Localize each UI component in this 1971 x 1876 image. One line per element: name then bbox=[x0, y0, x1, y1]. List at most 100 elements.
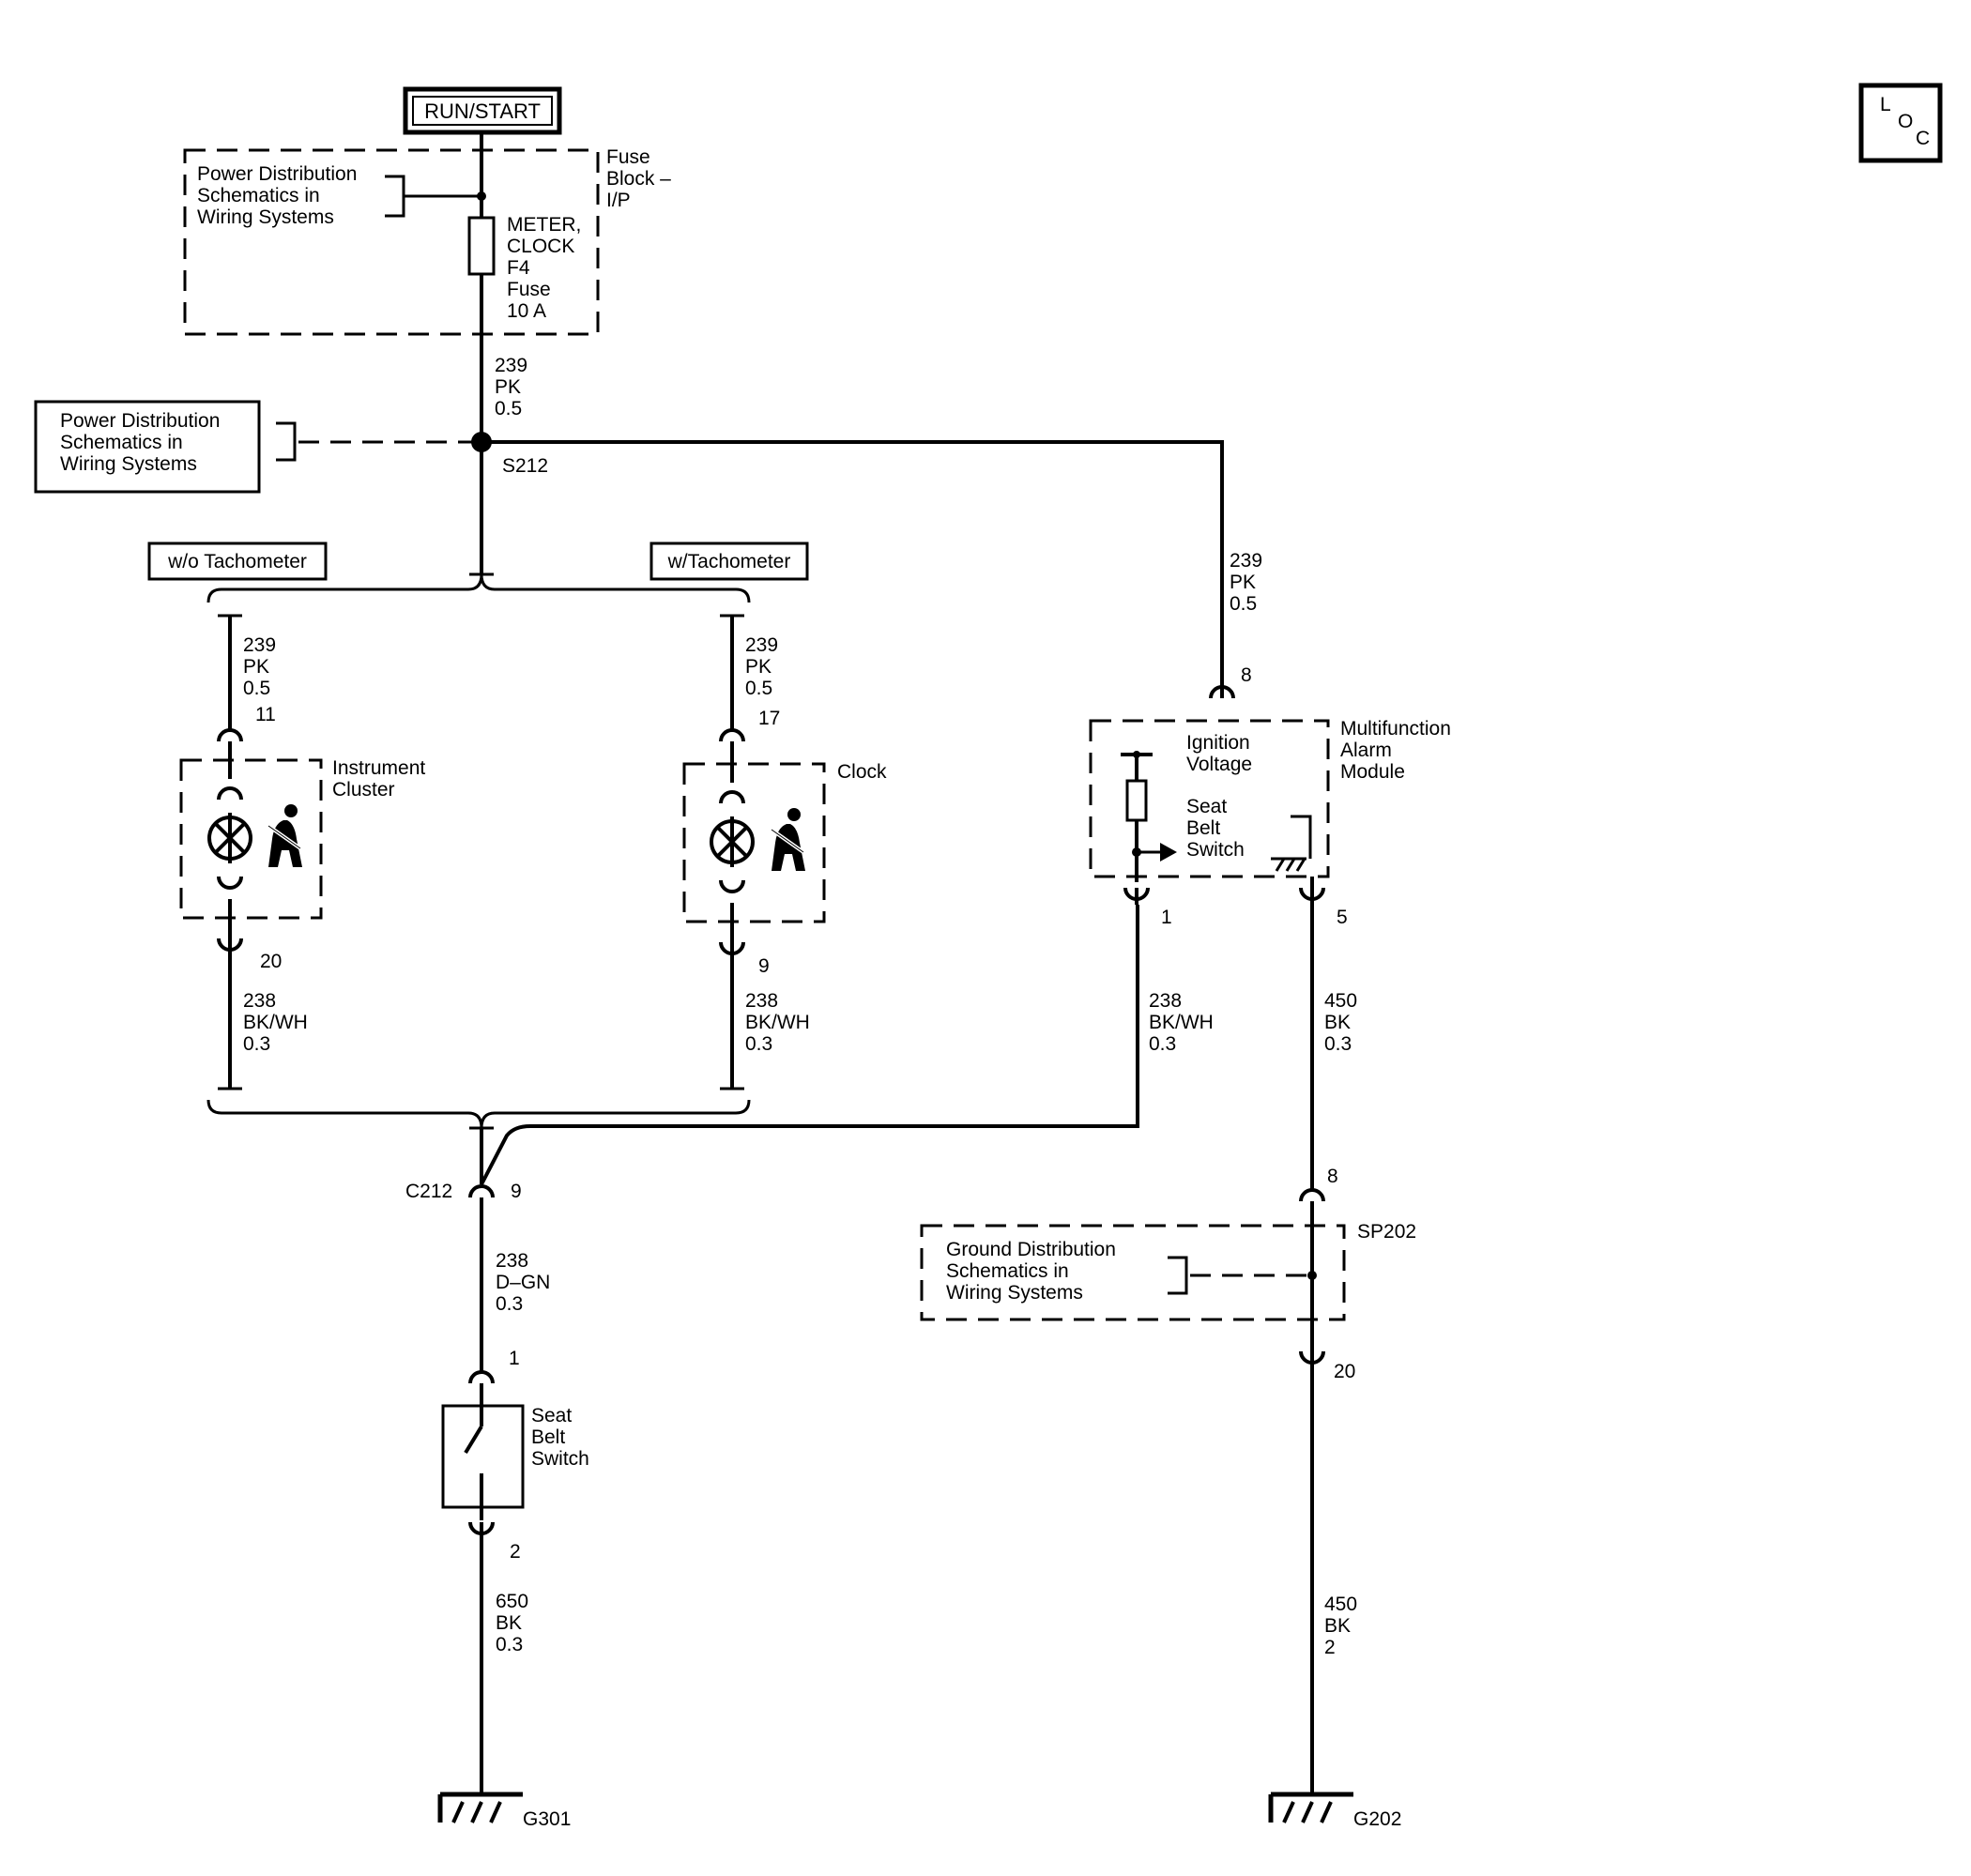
cluster-seatbelt-icon bbox=[267, 802, 304, 869]
svg-text:238: 238 bbox=[496, 1250, 528, 1272]
svg-text:650: 650 bbox=[496, 1591, 528, 1612]
svg-text:F4: F4 bbox=[507, 257, 530, 279]
fuse-f4-symbol bbox=[467, 216, 496, 276]
seat-belt-switch-pin-out: 2 bbox=[510, 1541, 521, 1563]
svg-text:PK: PK bbox=[495, 376, 521, 398]
svg-text:METER,: METER, bbox=[507, 214, 581, 236]
option-with-tach-box bbox=[649, 541, 809, 581]
clock-outline bbox=[682, 762, 826, 923]
svg-text:Belt: Belt bbox=[1186, 817, 1220, 839]
svg-text:Voltage: Voltage bbox=[1186, 754, 1252, 775]
svg-text:Alarm: Alarm bbox=[1340, 740, 1392, 761]
svg-text:238: 238 bbox=[243, 990, 276, 1012]
svg-text:Power Distribution: Power Distribution bbox=[197, 163, 357, 185]
alarm-ignition-voltage-label: Ignition Voltage bbox=[1186, 732, 1252, 775]
alarm-ground-wire-label: 450 BK 0.3 bbox=[1324, 990, 1357, 1055]
alarm-feed-wire bbox=[481, 440, 1224, 674]
svg-text:239: 239 bbox=[243, 634, 276, 656]
seat-belt-switch-contact bbox=[464, 1383, 483, 1520]
alarm-input-arrow-icon bbox=[1160, 843, 1177, 862]
alarm-pullup-wire bbox=[1121, 753, 1153, 882]
svg-text:Belt: Belt bbox=[531, 1426, 565, 1448]
svg-text:PK: PK bbox=[243, 656, 269, 678]
s212-power-ref-box bbox=[34, 400, 261, 494]
svg-text:Instrument: Instrument bbox=[332, 757, 425, 779]
svg-text:Wiring Systems: Wiring Systems bbox=[197, 206, 334, 228]
svg-text:BK: BK bbox=[496, 1612, 522, 1634]
clock-pin-in: 17 bbox=[758, 708, 780, 729]
loc-letter-l: L bbox=[1880, 94, 1891, 115]
loc-letter-c: C bbox=[1916, 128, 1930, 149]
svg-text:Schematics in: Schematics in bbox=[946, 1260, 1069, 1282]
svg-text:0.3: 0.3 bbox=[1324, 1033, 1352, 1055]
svg-text:BK/WH: BK/WH bbox=[243, 1012, 308, 1033]
fuse-block-name: Fuse Block – I/P bbox=[606, 146, 671, 211]
svg-text:Seat: Seat bbox=[1186, 796, 1227, 817]
ground-g202-label: G202 bbox=[1353, 1808, 1401, 1830]
svg-text:PK: PK bbox=[1230, 572, 1256, 593]
option-without-tach: w/o Tachometer bbox=[167, 551, 307, 572]
svg-text:Schematics in: Schematics in bbox=[197, 185, 320, 206]
cluster-connector-in bbox=[217, 728, 243, 742]
option-with-tach: w/Tachometer bbox=[667, 551, 791, 572]
main-feed-wire-label: 239 PK 0.5 bbox=[495, 355, 527, 419]
splice-s212-label: S212 bbox=[502, 455, 548, 477]
svg-text:2: 2 bbox=[1324, 1637, 1336, 1658]
svg-text:239: 239 bbox=[745, 634, 778, 656]
svg-text:BK: BK bbox=[1324, 1012, 1351, 1033]
option-without-tach-box bbox=[147, 541, 328, 581]
svg-text:Cluster: Cluster bbox=[332, 779, 395, 801]
sp202-name: SP202 bbox=[1357, 1221, 1416, 1243]
svg-text:BK/WH: BK/WH bbox=[1149, 1012, 1214, 1033]
instrument-cluster-name: Instrument Cluster bbox=[332, 757, 425, 801]
seat-belt-switch-name: Seat Belt Switch bbox=[531, 1405, 589, 1470]
loc-letter-o: O bbox=[1898, 111, 1913, 132]
switch-feed-wire-label: 238 D–GN 0.3 bbox=[496, 1250, 550, 1315]
svg-text:Module: Module bbox=[1340, 761, 1405, 783]
clock-return-wire-label: 238 BK/WH 0.3 bbox=[745, 990, 810, 1055]
ground-g202-symbol bbox=[1271, 1794, 1353, 1823]
svg-text:Block –: Block – bbox=[606, 168, 671, 190]
svg-text:0.3: 0.3 bbox=[496, 1634, 523, 1655]
svg-text:CLOCK: CLOCK bbox=[507, 236, 574, 257]
alarm-feed-wire-label: 239 PK 0.5 bbox=[1230, 550, 1262, 615]
svg-text:BK/WH: BK/WH bbox=[745, 1012, 810, 1033]
svg-text:238: 238 bbox=[1149, 990, 1182, 1012]
svg-text:Multifunction: Multifunction bbox=[1340, 718, 1451, 740]
alarm-module-name: Multifunction Alarm Module bbox=[1340, 718, 1451, 783]
svg-text:0.3: 0.3 bbox=[745, 1033, 772, 1055]
alarm-module-outline bbox=[1089, 719, 1330, 878]
sp202-pin-in: 8 bbox=[1327, 1166, 1338, 1187]
svg-text:Ignition: Ignition bbox=[1186, 732, 1250, 754]
seat-belt-switch-pin-in: 1 bbox=[509, 1348, 520, 1369]
svg-text:Fuse: Fuse bbox=[606, 146, 650, 168]
sp202-pin-out: 20 bbox=[1334, 1361, 1355, 1382]
s212-power-ref-bracket bbox=[276, 421, 297, 462]
svg-text:450: 450 bbox=[1324, 990, 1357, 1012]
loc-locator-box: L O C bbox=[1858, 83, 1943, 163]
alarm-pullup-resistor bbox=[1125, 779, 1148, 822]
fuse-block-outline bbox=[183, 148, 600, 336]
seat-belt-switch-connector-in bbox=[468, 1370, 495, 1384]
svg-text:Ground Distribution: Ground Distribution bbox=[946, 1239, 1116, 1260]
svg-text:239: 239 bbox=[1230, 550, 1262, 572]
clock-seatbelt-icon bbox=[770, 806, 807, 873]
svg-text:BK: BK bbox=[1324, 1615, 1351, 1637]
alarm-pin-1: 1 bbox=[1161, 907, 1172, 928]
svg-text:D–GN: D–GN bbox=[496, 1272, 550, 1293]
clock-feed-wire-label: 239 PK 0.5 bbox=[745, 634, 778, 699]
clock-pin-out: 9 bbox=[758, 955, 770, 977]
ground-g301-label: G301 bbox=[523, 1808, 571, 1830]
svg-text:239: 239 bbox=[495, 355, 527, 376]
fuse-block-power-ref-bracket bbox=[385, 175, 481, 218]
switch-ground-wire-label: 650 BK 0.3 bbox=[496, 1591, 528, 1655]
cluster-return-wire-label: 238 BK/WH 0.3 bbox=[243, 990, 308, 1055]
sp202-connector-in bbox=[1299, 1188, 1325, 1202]
svg-text:Power Distribution: Power Distribution bbox=[60, 410, 220, 432]
alarm-internal-ground-icon bbox=[1271, 857, 1306, 872]
fuse-f4-label: METER, CLOCK F4 Fuse 10 A bbox=[507, 214, 581, 322]
alarm-seat-belt-switch-label: Seat Belt Switch bbox=[1186, 796, 1245, 861]
c212-name: C212 bbox=[405, 1181, 452, 1202]
svg-text:Schematics in: Schematics in bbox=[60, 432, 183, 453]
